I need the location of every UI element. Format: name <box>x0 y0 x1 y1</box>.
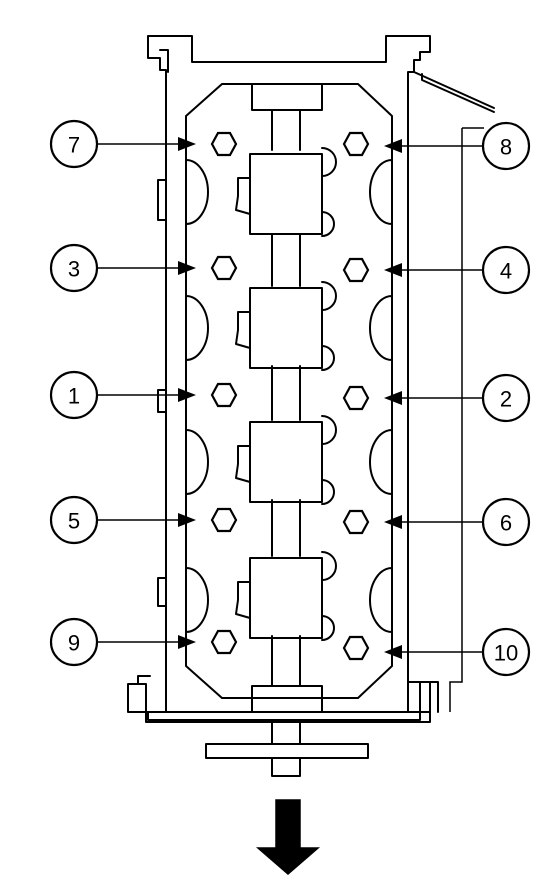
down-arrow-icon <box>255 799 321 875</box>
bearing-cap-1 <box>235 147 337 237</box>
head-bolt-9 <box>210 629 238 655</box>
head-bolt-6 <box>342 509 370 535</box>
callout-6: 6 <box>481 497 531 547</box>
callout-label: 8 <box>500 135 512 160</box>
head-deck <box>185 83 393 699</box>
callout-label: 4 <box>500 259 512 284</box>
callout-label: 10 <box>494 641 518 666</box>
bearing-cap-3 <box>235 415 337 505</box>
callout-label: 6 <box>500 511 512 536</box>
bearing-cap-2 <box>235 281 337 371</box>
callout-9: 9 <box>49 617 99 667</box>
callouts: 7 8 3 4 1 2 5 6 <box>49 119 531 677</box>
callout-label: 5 <box>68 509 80 534</box>
callout-label: 7 <box>68 133 80 158</box>
callout-2: 2 <box>481 373 531 423</box>
head-bolt-7 <box>210 131 238 157</box>
callout-5: 5 <box>49 495 99 545</box>
callout-label: 9 <box>68 631 80 656</box>
head-bolts <box>210 131 370 661</box>
callout-label: 3 <box>68 257 80 282</box>
head-bolt-4 <box>342 257 370 283</box>
head-bolt-1 <box>210 382 238 408</box>
callout-4: 4 <box>481 245 531 295</box>
head-bolt-2 <box>342 385 370 411</box>
head-bolt-8 <box>342 131 370 157</box>
leader-lines <box>98 137 482 659</box>
cylinder-head-outline <box>127 35 495 723</box>
callout-3: 3 <box>49 243 99 293</box>
bearing-cap-4 <box>235 551 337 641</box>
callout-10: 10 <box>481 627 531 677</box>
callout-label: 1 <box>68 384 80 409</box>
head-bolt-10 <box>342 635 370 661</box>
callout-label: 2 <box>500 387 512 412</box>
cam-bearing-caps <box>235 147 337 641</box>
callout-8: 8 <box>481 121 531 171</box>
callout-7: 7 <box>49 119 99 169</box>
head-bolt-5 <box>210 507 238 533</box>
camshaft <box>205 83 369 777</box>
head-bolt-3 <box>210 255 238 281</box>
callout-1: 1 <box>49 370 99 420</box>
